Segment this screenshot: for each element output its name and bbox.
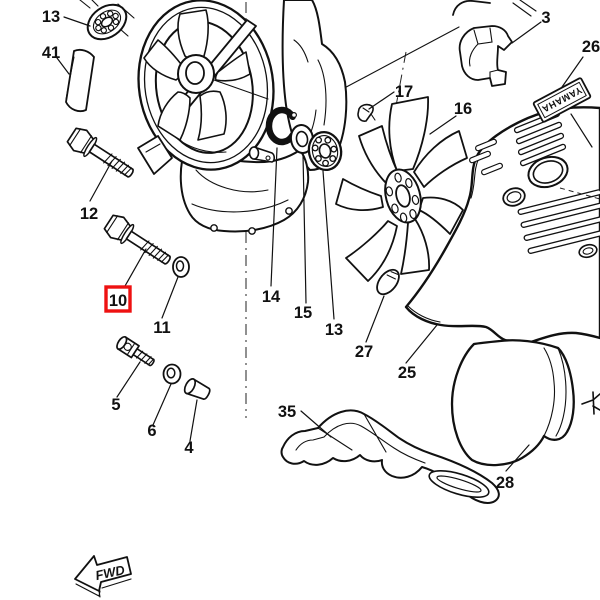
bolt-10	[103, 214, 171, 265]
part-label-15: 15	[294, 304, 312, 322]
shroud-boss	[502, 187, 526, 207]
washer-11	[172, 256, 190, 278]
part-label-3: 3	[541, 9, 550, 27]
damper-pad	[376, 268, 400, 296]
fan-cover-assembly	[111, 0, 310, 235]
part-label-11: 11	[153, 319, 170, 337]
part-label-10-highlighted[interactable]: 10	[109, 292, 127, 310]
leader-lines	[56, 16, 593, 472]
shroud-corner-hole	[578, 243, 598, 259]
clip-fitting	[581, 391, 600, 415]
bearing-top	[86, 3, 128, 41]
part-label-35: 35	[278, 403, 296, 421]
heat-shield-bracket	[280, 409, 500, 504]
part-label-6: 6	[147, 422, 156, 440]
bearing-center	[307, 130, 343, 172]
part-label-4: 4	[184, 439, 194, 457]
part-label-12: 12	[80, 205, 98, 223]
crankcase-pin	[248, 146, 276, 163]
shroud-ring-opening	[527, 155, 569, 189]
side-panel	[450, 339, 575, 467]
part-label-13-top: 13	[42, 8, 60, 26]
fwd-text: FWD	[94, 562, 127, 583]
part-label-14: 14	[262, 288, 281, 306]
seal-plate	[65, 48, 95, 113]
part-label-25: 25	[398, 364, 416, 382]
washer-6	[162, 363, 182, 385]
part-label-5: 5	[111, 396, 120, 414]
collar-spacer	[183, 378, 211, 400]
bracket-3	[458, 25, 513, 87]
part-label-17: 17	[395, 83, 413, 101]
air-shroud	[404, 106, 600, 345]
part-label-27: 27	[355, 343, 373, 361]
fan-hub	[384, 168, 422, 224]
part-labels: 13 41 12 11 5 6 4 14 15 13 17 16 3 26 27…	[42, 8, 600, 492]
part-label-26: 26	[582, 38, 600, 56]
highlight-box[interactable]: 10	[104, 285, 132, 313]
impeller	[143, 9, 269, 141]
part-label-16: 16	[454, 100, 472, 118]
part-label-41: 41	[42, 44, 60, 62]
fwd-arrow-icon: FWD	[74, 555, 132, 598]
bolt-5	[116, 335, 155, 367]
cover-tab	[137, 135, 173, 175]
part-label-28: 28	[496, 474, 514, 492]
part-label-13-center: 13	[325, 321, 343, 339]
cooling-fan	[335, 96, 468, 282]
bolt-12	[66, 127, 134, 178]
